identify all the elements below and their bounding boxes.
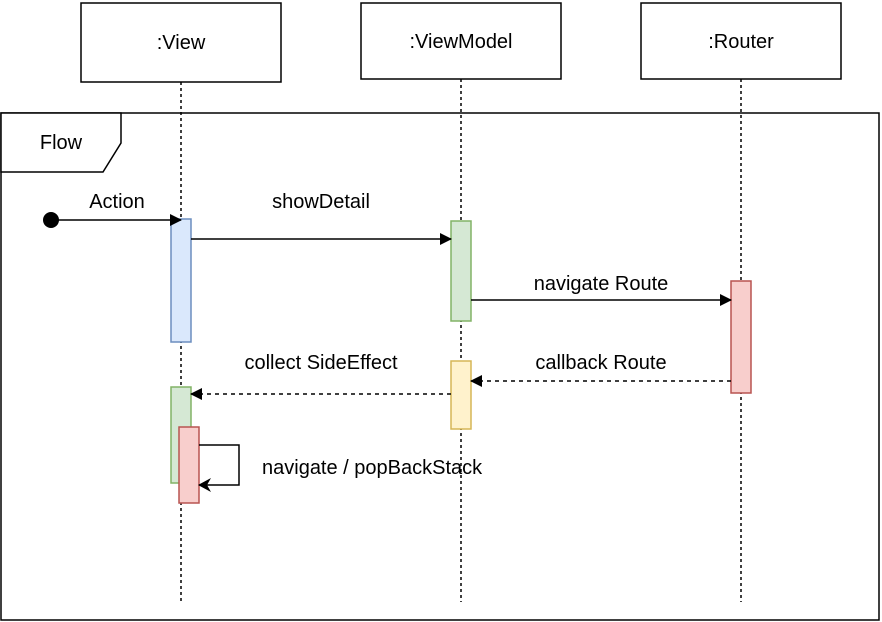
participant-box[interactable] bbox=[80, 2, 282, 83]
message-navigate-route: navigate Route bbox=[471, 273, 732, 306]
message-label: navigate Route bbox=[534, 273, 669, 295]
participant-router[interactable]: :Router bbox=[640, 2, 842, 80]
participant-label: :ViewModel bbox=[409, 31, 512, 53]
message-label: navigate / popBackStack bbox=[262, 457, 483, 479]
participant-viewmodel[interactable]: :ViewModel bbox=[360, 2, 562, 80]
message-label: callback Route bbox=[535, 352, 666, 374]
participant-view[interactable]: :View bbox=[80, 2, 282, 83]
message-callback-route: callback Route bbox=[470, 352, 731, 387]
participant-label: :View bbox=[157, 32, 206, 54]
frame-flow: Flow bbox=[0, 112, 880, 621]
participant-label: :Router bbox=[708, 31, 774, 53]
activation-viewmodel-callback bbox=[450, 360, 472, 430]
activation-router-navigate bbox=[730, 280, 752, 394]
message-show-detail: showDetail bbox=[191, 191, 452, 245]
frame-border bbox=[0, 112, 880, 621]
message-label: showDetail bbox=[272, 191, 370, 213]
message-collect-side-effect: collect SideEffect bbox=[190, 352, 451, 400]
activation-viewmodel-show-detail bbox=[450, 220, 472, 322]
message-navigate-pop: navigate / popBackStack bbox=[198, 444, 483, 492]
frame-label: Flow bbox=[40, 132, 83, 154]
message-label: Action bbox=[89, 191, 145, 213]
participant-box[interactable] bbox=[360, 2, 562, 80]
frame-label-tab bbox=[0, 112, 122, 173]
participant-box[interactable] bbox=[640, 2, 842, 80]
message-line bbox=[198, 444, 240, 492]
activation-view-navigate bbox=[178, 426, 200, 504]
message-action: Action bbox=[43, 191, 182, 228]
activation-view-action bbox=[170, 218, 192, 343]
message-label: collect SideEffect bbox=[244, 352, 397, 374]
